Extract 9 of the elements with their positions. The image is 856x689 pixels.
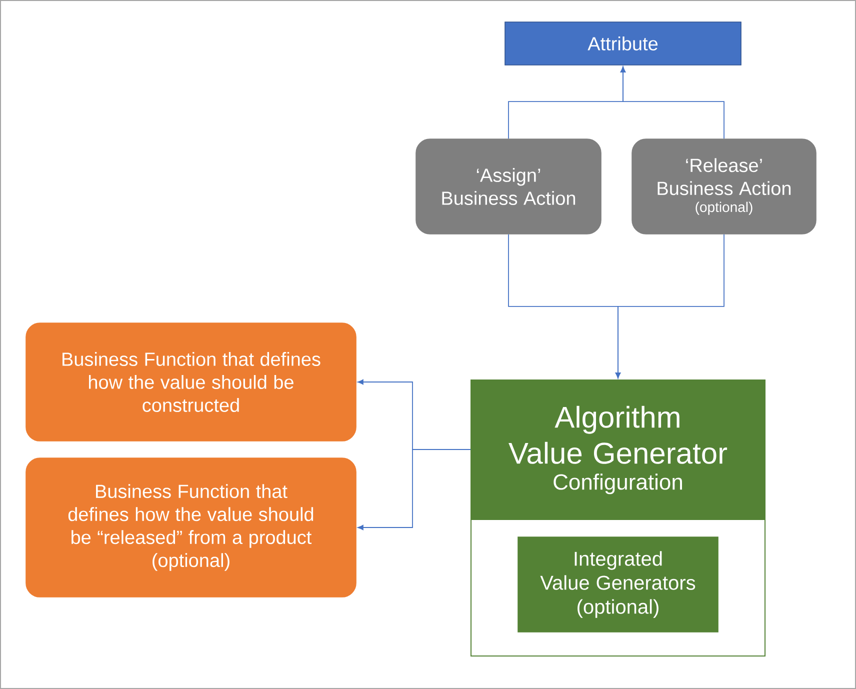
process-box: Business Function that defines how the value should be constructed <box>26 322 356 442</box>
process-box: Business Function that defines how the value should be “released” from a product (optional) <box>26 458 356 598</box>
process-box: Integrated Value Generators (optional) <box>518 536 718 632</box>
connector-arrow <box>358 449 471 530</box>
connector-arrow <box>620 66 724 140</box>
process-box: ‘Assign’ Business Action <box>416 138 602 234</box>
label-box: Attribute <box>504 22 742 66</box>
connector-arrow <box>615 234 724 378</box>
process-box: ‘Release’ Business Action (optional) <box>632 138 816 234</box>
